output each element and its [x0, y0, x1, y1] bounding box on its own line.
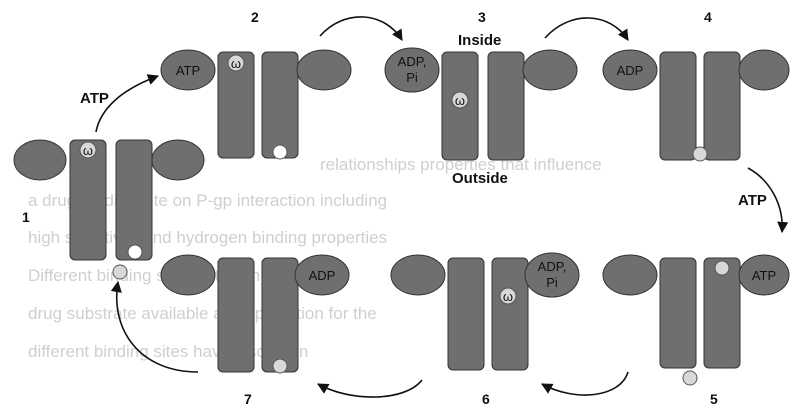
nbd-left	[391, 255, 445, 295]
cycle-arrow	[318, 380, 422, 397]
tmd-left	[218, 258, 254, 372]
adp-label: ADP	[617, 63, 644, 78]
tmd-right	[704, 52, 740, 160]
nbd-right	[739, 50, 789, 90]
step-number-6: 6	[482, 391, 490, 407]
adp-label: ADP	[309, 268, 336, 283]
cycle-arrow	[320, 17, 402, 40]
adp-pi-label-line1: ADP,	[398, 54, 427, 69]
nbd-left	[161, 255, 215, 295]
state-4: ADP 4	[603, 9, 789, 161]
drug-symbol: ω	[455, 93, 465, 108]
atp-label: ATP	[752, 268, 776, 283]
inside-label: Inside	[458, 32, 501, 49]
atp-label: ATP	[176, 63, 200, 78]
step-number-2: 2	[251, 9, 259, 25]
step-number-5: 5	[710, 391, 718, 407]
step-number-4: 4	[704, 9, 712, 25]
state-2: ATP ω 2	[161, 9, 351, 159]
adp-pi-label-line2: Pi	[406, 70, 418, 85]
drug-molecule	[693, 147, 707, 161]
step-number-3: 3	[478, 9, 486, 25]
nbd-right	[297, 50, 351, 90]
adp-pi-label-line1: ADP,	[538, 259, 567, 274]
cycle-arrow	[542, 372, 628, 395]
state-5: ATP 5	[603, 255, 789, 407]
tmd-right	[262, 258, 298, 372]
nbd-left	[603, 255, 657, 295]
atp-label: ATP	[738, 192, 767, 209]
tmd-right	[262, 52, 298, 158]
cycle-arrow	[545, 18, 628, 40]
drug-molecule	[273, 359, 287, 373]
atp-label: ATP	[80, 90, 109, 107]
tmd-right	[492, 258, 528, 370]
tmd-left	[448, 258, 484, 370]
drug-molecule	[113, 265, 127, 279]
drug-molecule	[683, 371, 697, 385]
drug-binding-site	[128, 245, 142, 259]
drug-symbol: ω	[503, 289, 513, 304]
background-text-line: drug substrate available an explanation …	[28, 304, 377, 323]
nbd-right	[523, 50, 577, 90]
drug-symbol: ω	[83, 143, 93, 158]
step-number-1: 1	[22, 209, 30, 225]
nbd-right	[152, 140, 204, 180]
tmd-left	[660, 258, 696, 368]
outside-label: Outside	[452, 170, 508, 187]
tmd-left	[660, 52, 696, 160]
adp-pi-label-line2: Pi	[546, 275, 558, 290]
tmd-right	[488, 52, 524, 160]
drug-symbol: ω	[231, 56, 241, 71]
drug-molecule	[715, 261, 729, 275]
nbd-left	[14, 140, 66, 180]
drug-binding-site	[273, 145, 287, 159]
step-number-7: 7	[244, 391, 252, 407]
tmd-right	[116, 140, 152, 260]
